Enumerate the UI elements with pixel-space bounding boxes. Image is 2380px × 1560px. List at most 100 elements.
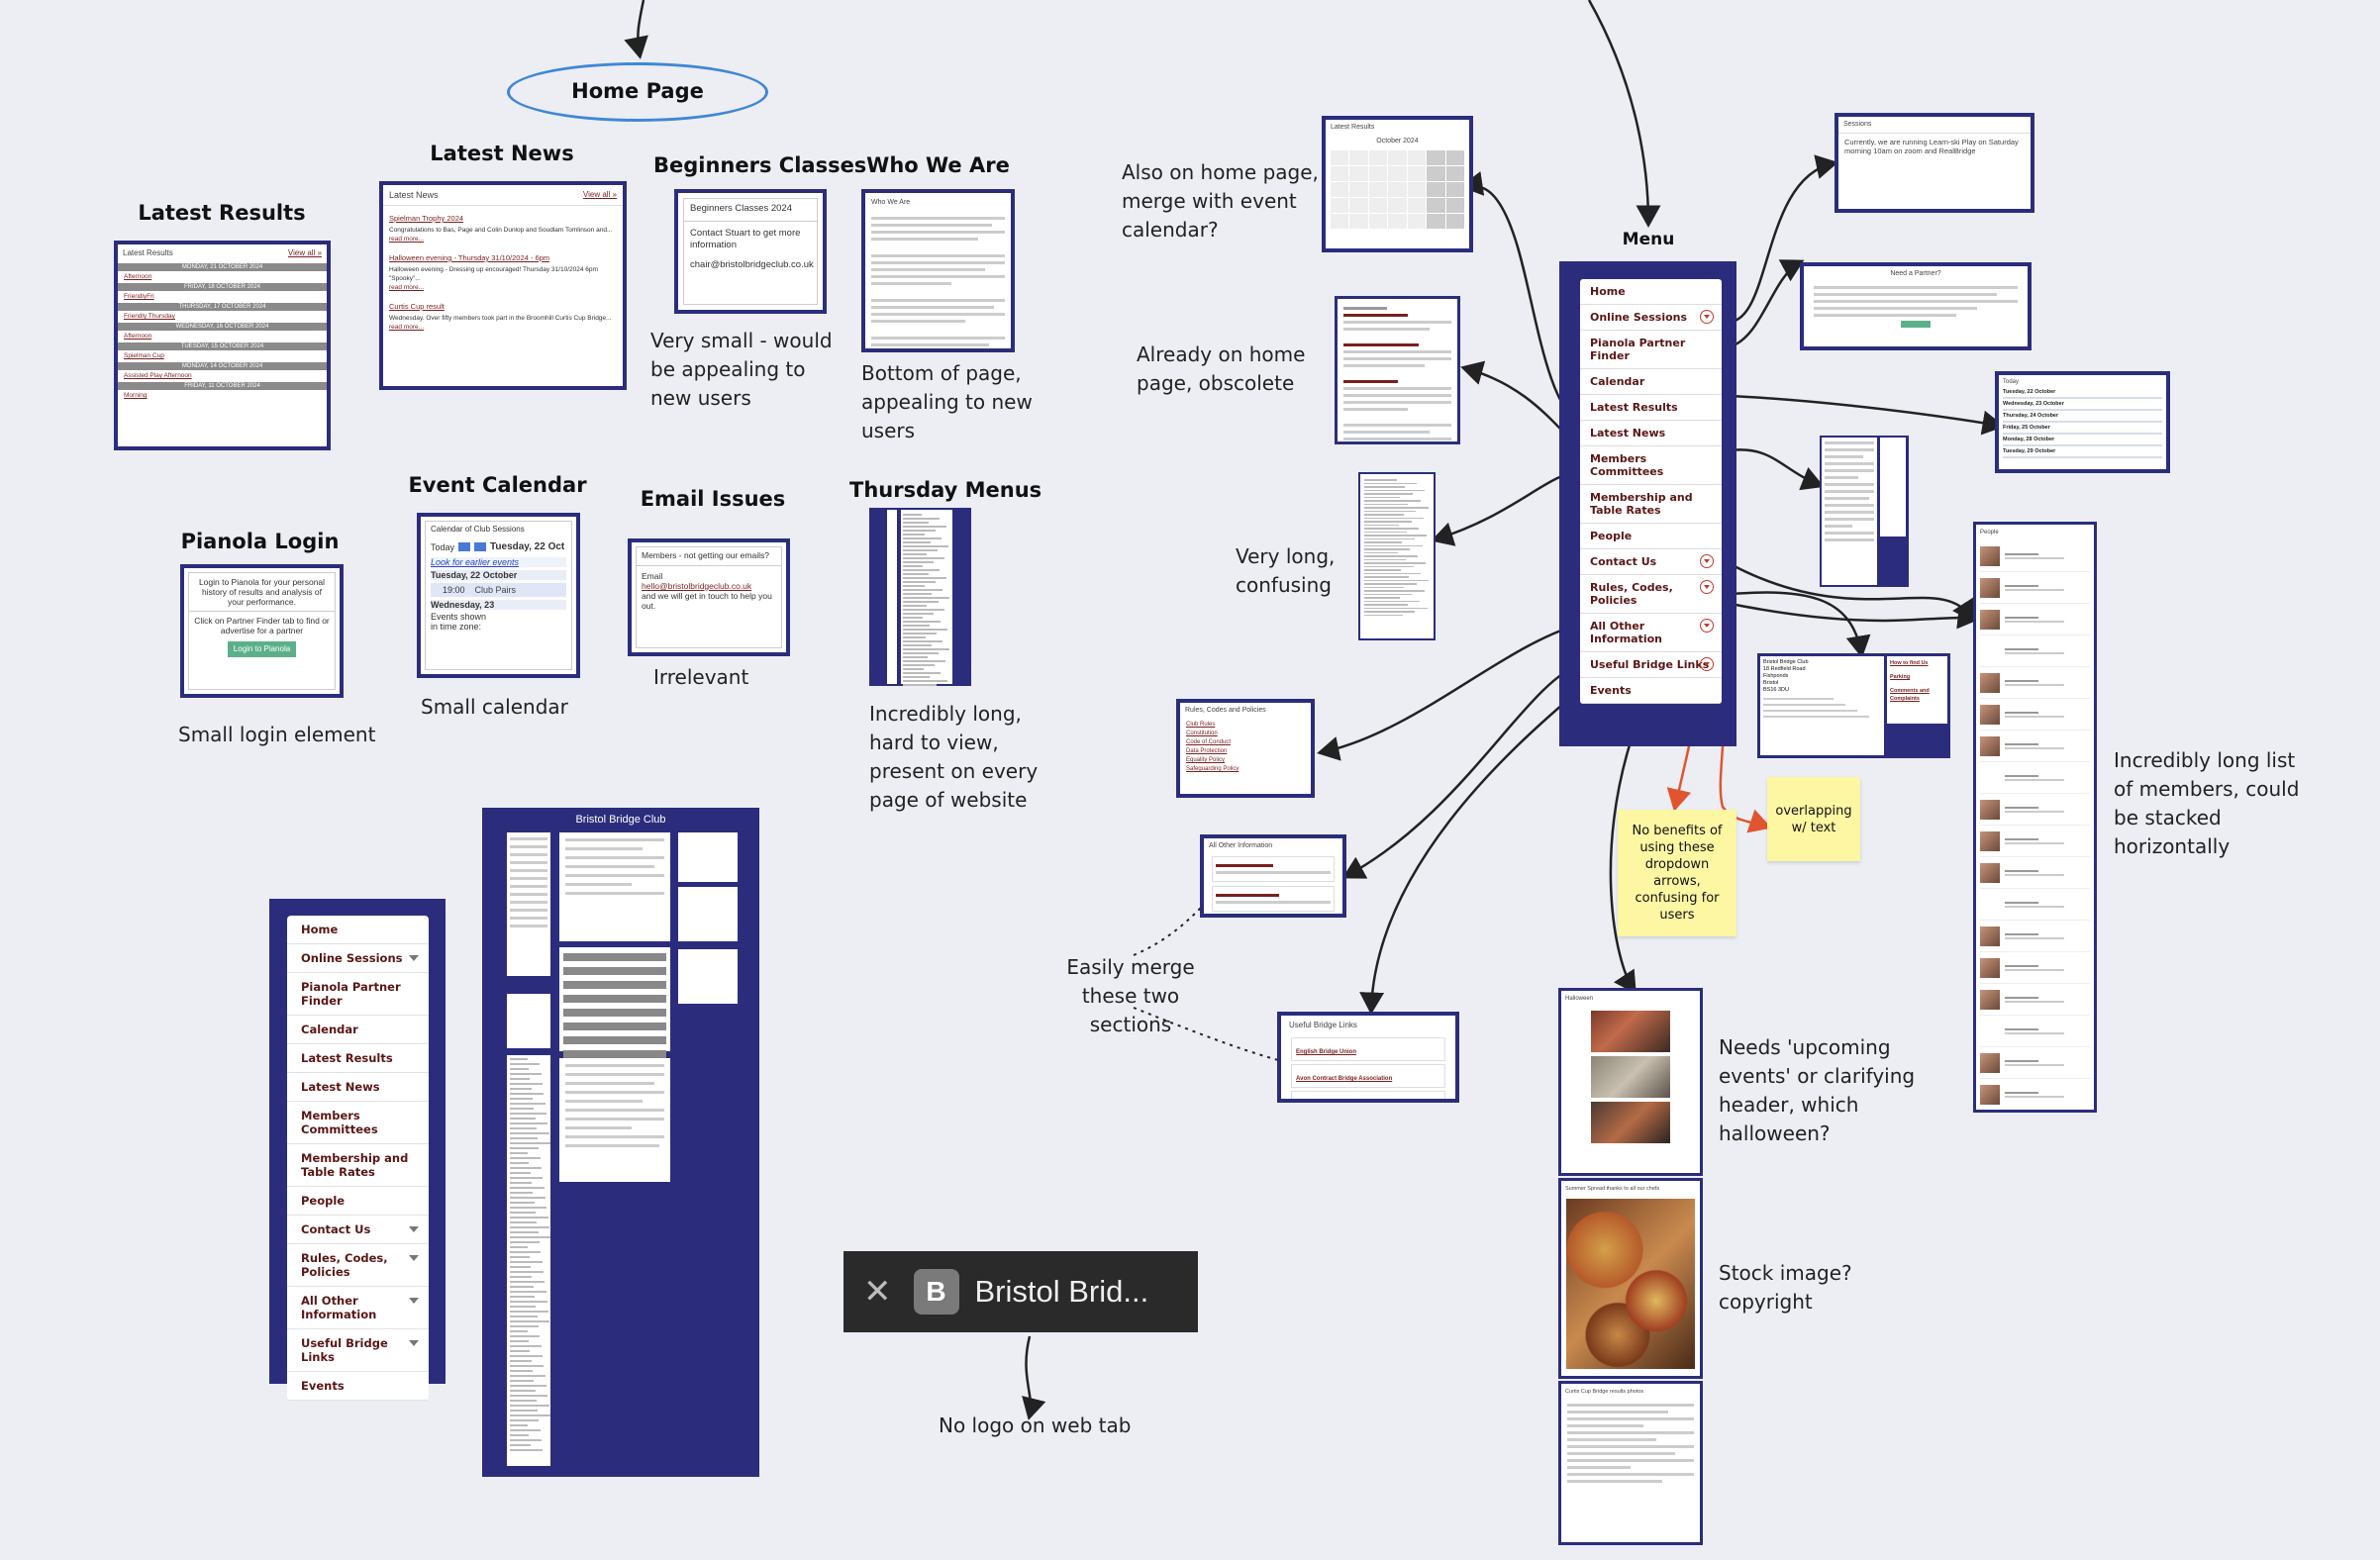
result-link[interactable]: Afternoon: [124, 273, 152, 280]
news-item-more[interactable]: read more...: [389, 324, 425, 331]
people-text: [2005, 583, 2090, 593]
thursday-line: [903, 549, 939, 551]
menu-item-contact-us[interactable]: Contact Us: [1580, 549, 1722, 575]
chevron-down-icon[interactable]: [409, 1226, 419, 1232]
menu-item-members-committees[interactable]: Members Committees: [1580, 446, 1722, 485]
dropdown-arrow-icon[interactable]: [1700, 657, 1714, 671]
menu-item-calendar[interactable]: Calendar: [1580, 369, 1722, 395]
left-menu-item-members-committees[interactable]: Members Committees: [287, 1102, 429, 1144]
left-menu-item-people[interactable]: People: [287, 1187, 429, 1216]
left-menu-item-events[interactable]: Events: [287, 1372, 429, 1401]
links-item-label[interactable]: Avon Contract Bridge Association: [1296, 1076, 1393, 1082]
menu-item-rules-codes-policies[interactable]: Rules, Codes, Policies: [1580, 575, 1722, 614]
contact-find-us[interactable]: How to find Us: [1890, 660, 1929, 666]
result-date-row: FRIDAY, 18 OCTOBER 2024: [118, 283, 327, 291]
contact-parking[interactable]: Parking: [1890, 674, 1911, 680]
left-menu-item-label: Pianola Partner Finder: [301, 980, 401, 1008]
menu-item-membership-and-table-rates[interactable]: Membership and Table Rates: [1580, 485, 1722, 524]
food-thumb: Summer Spread thanks to all our chefs: [1558, 1178, 1703, 1379]
chevron-down-icon[interactable]: [409, 955, 419, 961]
menu-item-online-sessions[interactable]: Online Sessions: [1580, 305, 1722, 331]
left-menu-item-label: Contact Us: [301, 1222, 371, 1236]
email-address[interactable]: hello@bristolbridgeclub.co.uk: [642, 581, 752, 591]
left-menu-item-useful-bridge-links[interactable]: Useful Bridge Links: [287, 1329, 429, 1372]
dropdown-arrow-icon[interactable]: [1700, 580, 1714, 594]
latest-news-view-all[interactable]: View all »: [582, 190, 617, 199]
tab-close-icon[interactable]: ✕: [863, 1272, 892, 1312]
site-long-line: [510, 1325, 540, 1327]
menu-item-events[interactable]: Events: [1580, 678, 1722, 704]
rules-link[interactable]: Constitution: [1186, 731, 1218, 736]
menu-item-home[interactable]: Home: [1580, 279, 1722, 305]
menu-item-pianola-partner-finder[interactable]: Pianola Partner Finder: [1580, 331, 1722, 369]
avatar: [1980, 1052, 2000, 1073]
left-menu-item-label: Calendar: [301, 1023, 358, 1036]
calendar-earlier-link[interactable]: Look for earlier events: [431, 557, 566, 567]
result-link[interactable]: FriendlyFri: [124, 293, 154, 300]
news-item-title[interactable]: Spielman Trophy 2024: [389, 214, 464, 223]
chevron-down-icon[interactable]: [409, 1298, 419, 1304]
avatar: [1980, 545, 2000, 566]
site-long-line: [510, 1182, 532, 1184]
menu-item-latest-news[interactable]: Latest News: [1580, 421, 1722, 446]
people-role-line: [2005, 1095, 2065, 1098]
rules-link[interactable]: Data Protection: [1186, 748, 1228, 754]
news-item-title[interactable]: Curtis Cup result: [389, 302, 445, 311]
site-long-line: [510, 1192, 534, 1194]
rules-link[interactable]: Equality Policy: [1186, 757, 1226, 763]
news-item-more[interactable]: read more...: [389, 284, 425, 291]
dropdown-arrow-icon[interactable]: [1700, 619, 1714, 633]
left-menu-item-all-other-information[interactable]: All Other Information: [287, 1287, 429, 1329]
thursday-line: [903, 557, 944, 559]
calendar-session[interactable]: Club Pairs: [474, 585, 517, 595]
menu-item-all-other-information[interactable]: All Other Information: [1580, 614, 1722, 652]
pianola-login-button[interactable]: Login to Pianola: [227, 641, 297, 657]
rules-link[interactable]: Safeguarding Policy: [1186, 766, 1240, 772]
thursday-line: [903, 534, 925, 536]
site-long-line: [510, 1152, 529, 1154]
left-menu-item-latest-news[interactable]: Latest News: [287, 1073, 429, 1102]
result-link[interactable]: Afternoon: [124, 333, 152, 340]
long-thumb-line: [1364, 551, 1398, 553]
left-menu-item-online-sessions[interactable]: Online Sessions: [287, 944, 429, 973]
left-menu-item-latest-results[interactable]: Latest Results: [287, 1044, 429, 1073]
menu-item-useful-bridge-links[interactable]: Useful Bridge Links: [1580, 652, 1722, 678]
left-menu-item-home[interactable]: Home: [287, 916, 429, 944]
contact-address-line: 18 Redfield Road: [1763, 666, 1806, 672]
result-link[interactable]: Assisted Play Afternoon: [124, 372, 192, 379]
result-link[interactable]: Friendly Thursday: [124, 313, 175, 320]
left-menu-item-rules-codes-policies[interactable]: Rules, Codes, Policies: [287, 1244, 429, 1287]
beginners-email[interactable]: chair@bristolbridgeclub.co.uk: [690, 259, 814, 270]
latest-results-view-all[interactable]: View all »: [287, 248, 322, 257]
calendar-prev-icon[interactable]: [458, 542, 471, 551]
result-link[interactable]: Spielman Cup: [124, 352, 164, 359]
left-menu-item-label: Useful Bridge Links: [301, 1336, 388, 1364]
news-item-title[interactable]: Halloween evening - Thursday 31/10/2024 …: [389, 253, 550, 262]
browser-tab[interactable]: ✕ B Bristol Brid...: [843, 1251, 1198, 1332]
chevron-down-icon[interactable]: [409, 1255, 419, 1261]
result-link[interactable]: Morning: [124, 392, 148, 399]
calendar-today[interactable]: Today: [431, 541, 455, 552]
left-menu-item-contact-us[interactable]: Contact Us: [287, 1216, 429, 1244]
menu-item-people[interactable]: People: [1580, 524, 1722, 549]
thursday-line: [903, 585, 926, 587]
left-menu-item-membership-and-table-rates[interactable]: Membership and Table Rates: [287, 1144, 429, 1187]
menu-item-latest-results[interactable]: Latest Results: [1580, 395, 1722, 421]
chevron-down-icon[interactable]: [409, 1340, 419, 1346]
site-long-line: [510, 1088, 532, 1090]
rules-link[interactable]: Club Rules: [1186, 722, 1216, 728]
dropdown-arrow-icon[interactable]: [1700, 554, 1714, 568]
left-menu-item-pianola-partner-finder[interactable]: Pianola Partner Finder: [287, 973, 429, 1016]
left-menu-item-calendar[interactable]: Calendar: [287, 1016, 429, 1044]
dropdown-arrow-icon[interactable]: [1700, 310, 1714, 324]
rules-link[interactable]: Code of Conduct: [1186, 739, 1232, 745]
calendar-next-icon[interactable]: [474, 542, 487, 551]
news-item-more[interactable]: read more...: [389, 236, 425, 243]
contact-address-line: BS16 3DU: [1763, 687, 1789, 693]
contact-complaints[interactable]: Comments and Complaints: [1890, 688, 1930, 702]
links-item-label[interactable]: English Bridge Union: [1296, 1049, 1356, 1055]
beginners-title: Beginners Classes 2024: [690, 203, 792, 214]
